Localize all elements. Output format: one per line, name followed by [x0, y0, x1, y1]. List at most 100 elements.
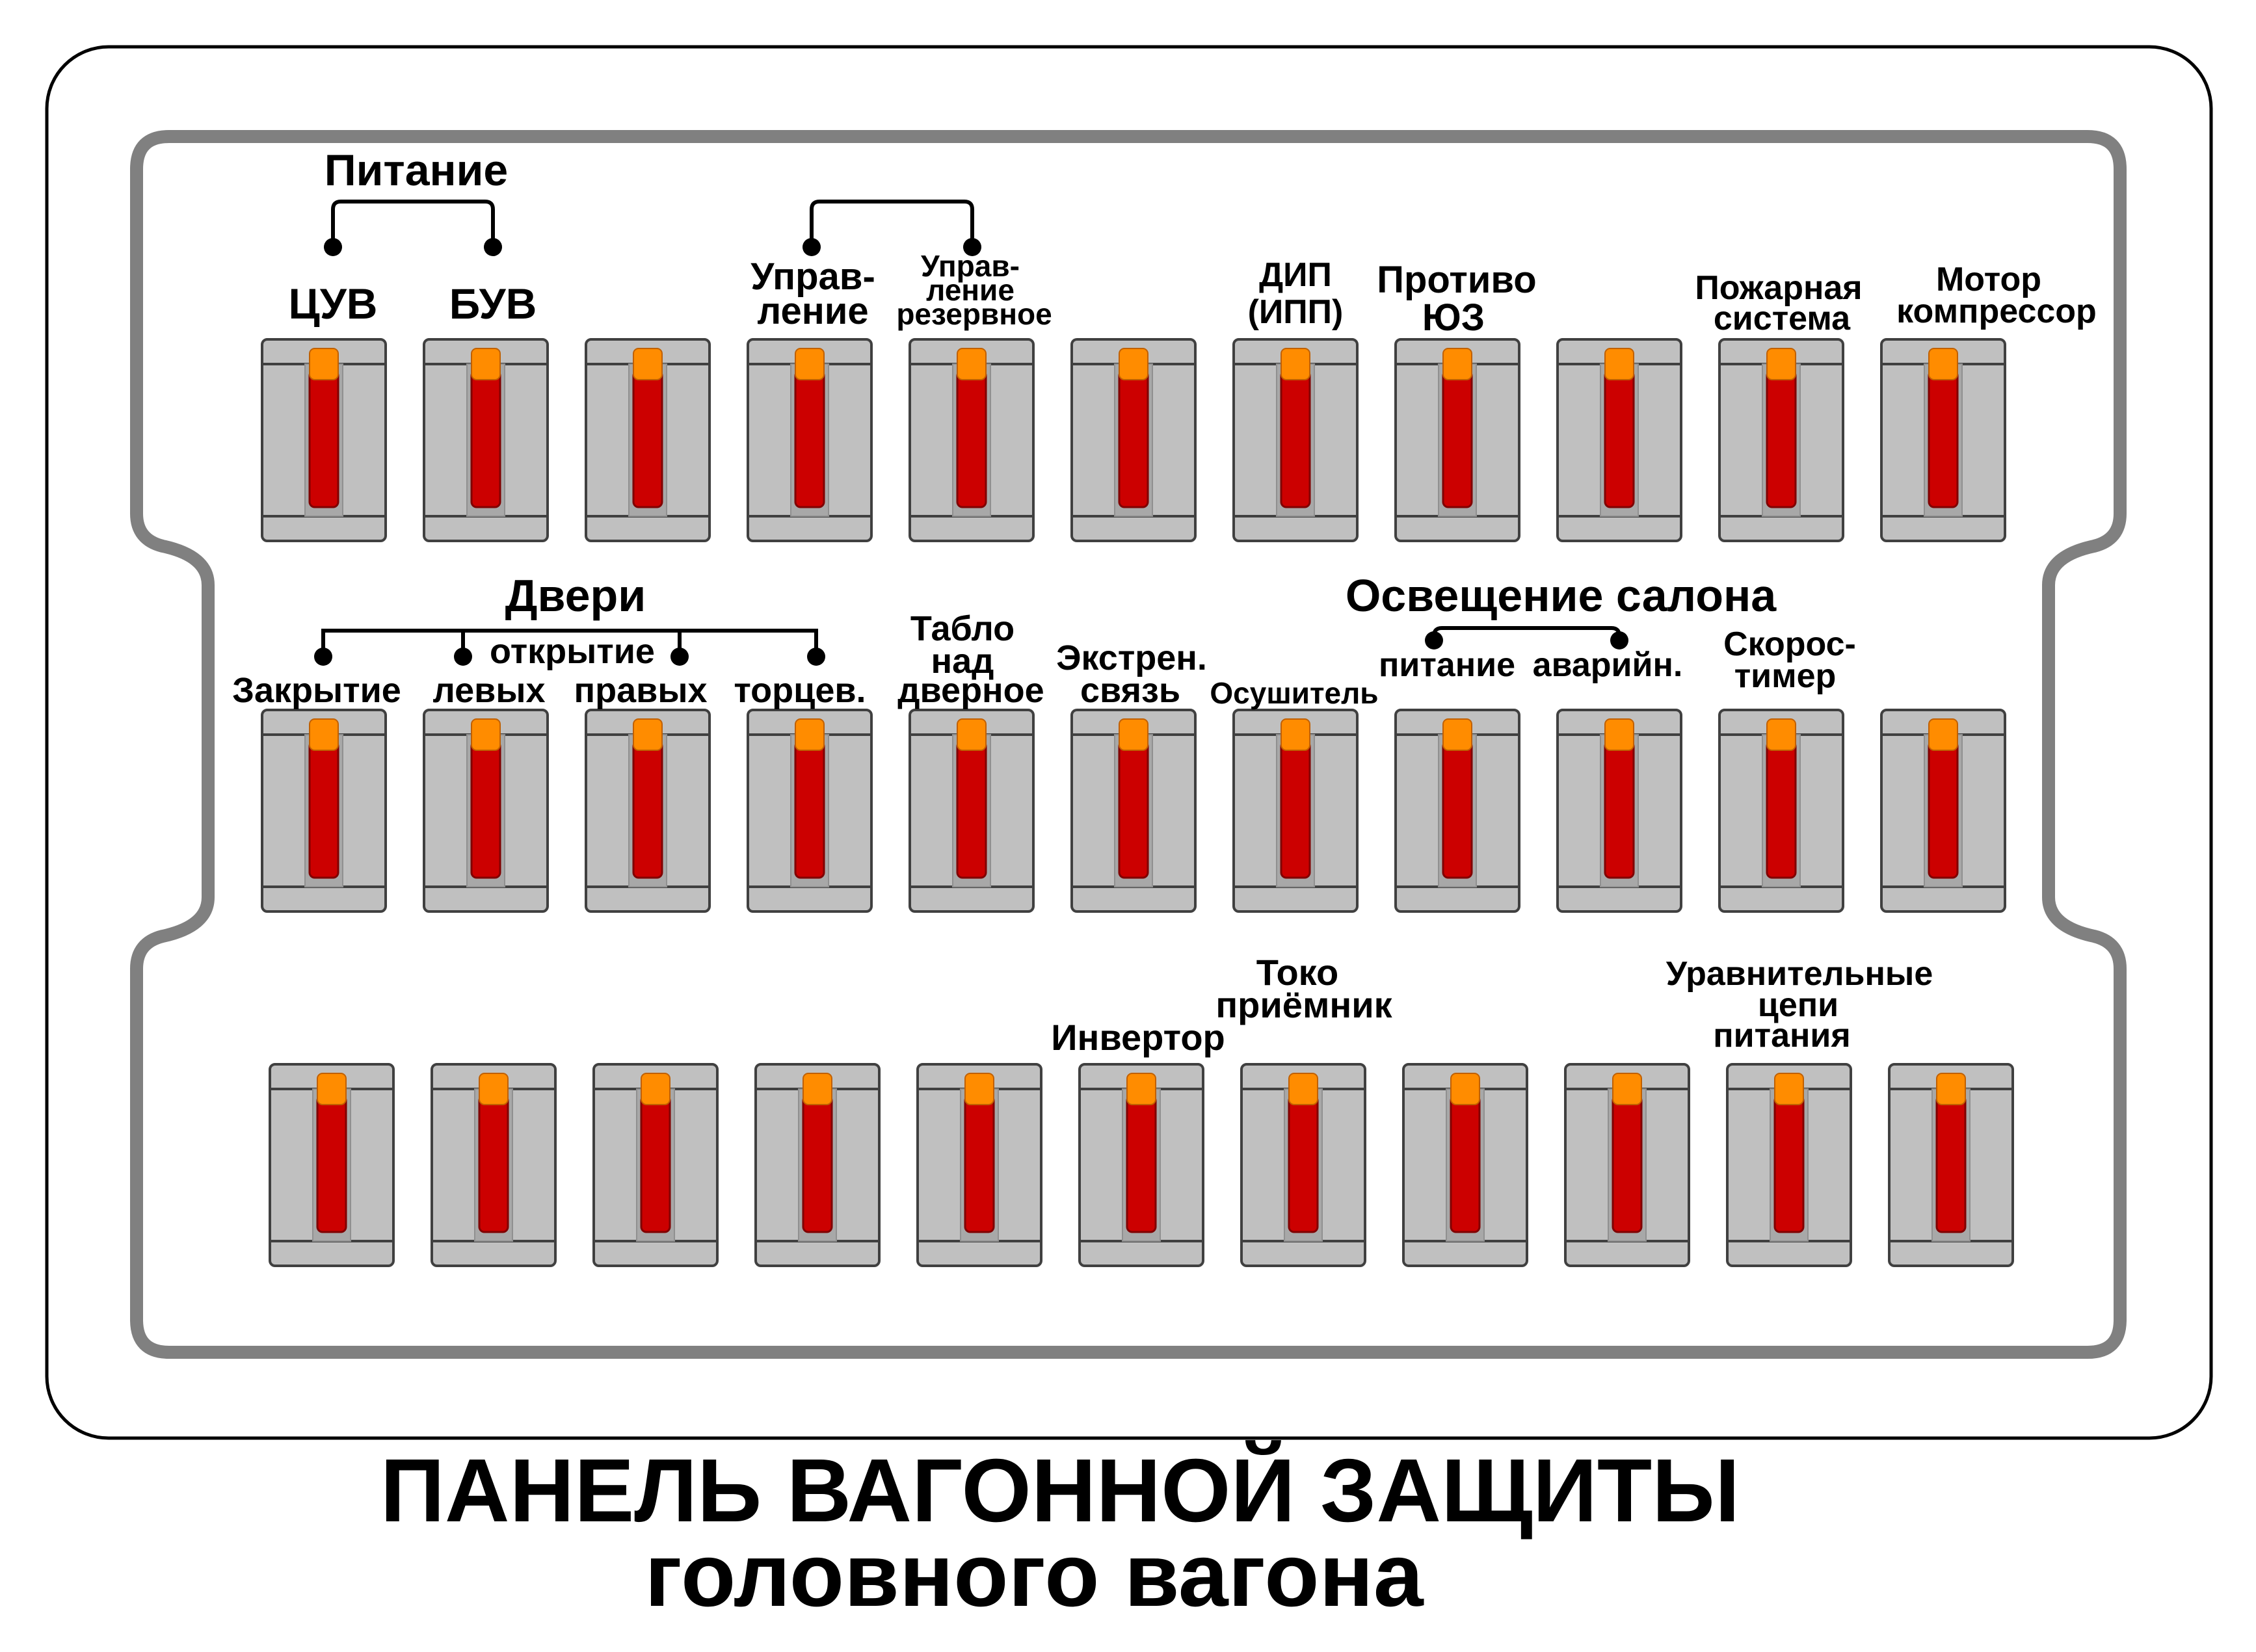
control-bracket: [803, 200, 981, 256]
breaker-switch[interactable]: [1402, 1063, 1528, 1267]
breaker-switch[interactable]: [1394, 709, 1520, 913]
breaker-lever[interactable]: [316, 1094, 347, 1233]
lever-tip: [1928, 348, 1958, 380]
breaker-switch[interactable]: [431, 1063, 557, 1267]
lever-tip: [471, 718, 501, 751]
lever-tip: [479, 1073, 509, 1105]
breaker-switch[interactable]: [1564, 1063, 1690, 1267]
lever-tip: [641, 1073, 670, 1105]
breaker-lever[interactable]: [794, 740, 825, 879]
label-emergency-line1: Экстрен.: [1056, 638, 1207, 677]
breaker-lever[interactable]: [632, 369, 663, 508]
breaker-lever[interactable]: [1935, 1094, 1967, 1233]
breaker-lever[interactable]: [964, 1094, 995, 1233]
label-control-line2: ление: [757, 290, 868, 332]
breaker-lever[interactable]: [1450, 1094, 1481, 1233]
breaker-lever[interactable]: [956, 369, 987, 508]
breaker-switch[interactable]: [1888, 1063, 2014, 1267]
breaker-switch[interactable]: [1556, 709, 1682, 913]
breaker-switch[interactable]: [1726, 1063, 1852, 1267]
breaker-switch[interactable]: [1240, 1063, 1366, 1267]
breaker-switch[interactable]: [592, 1063, 719, 1267]
breaker-switch[interactable]: [423, 338, 549, 542]
breaker-lever[interactable]: [1118, 740, 1149, 879]
label-tablo-line1: Табло: [910, 609, 1015, 648]
breaker-switch[interactable]: [1232, 709, 1359, 913]
breaker-switch[interactable]: [909, 709, 1035, 913]
breaker-switch[interactable]: [1718, 338, 1844, 542]
breaker-lever[interactable]: [1766, 740, 1797, 879]
breaker-switch[interactable]: [1880, 709, 2006, 913]
lever-tip: [471, 348, 501, 380]
breaker-lever[interactable]: [1280, 740, 1311, 879]
breaker-switch[interactable]: [261, 709, 387, 913]
label-left: левых: [433, 671, 546, 710]
breaker-lever[interactable]: [1612, 1094, 1643, 1233]
breaker-lever[interactable]: [1928, 740, 1959, 879]
breaker-lever[interactable]: [1928, 369, 1959, 508]
breaker-switch[interactable]: [916, 1063, 1042, 1267]
label-tsuv: ЦУВ: [289, 280, 378, 328]
breaker-switch[interactable]: [1556, 338, 1682, 542]
breaker-switch[interactable]: [1070, 709, 1197, 913]
lever-tip: [1450, 1073, 1480, 1105]
breaker-switch[interactable]: [747, 709, 873, 913]
breaker-switch[interactable]: [1394, 338, 1520, 542]
breaker-lever[interactable]: [470, 369, 501, 508]
breaker-lever[interactable]: [1604, 369, 1635, 508]
breaker-lever[interactable]: [1442, 740, 1473, 879]
breaker-lever[interactable]: [794, 369, 825, 508]
breaker-switch[interactable]: [1880, 338, 2006, 542]
breaker-lever[interactable]: [1442, 369, 1473, 508]
lever-tip: [1119, 348, 1148, 380]
breaker-lever[interactable]: [1604, 740, 1635, 879]
breaker-lever[interactable]: [632, 740, 663, 879]
breaker-switch[interactable]: [1718, 709, 1844, 913]
lever-tip: [803, 1073, 832, 1105]
breaker-switch[interactable]: [585, 338, 711, 542]
label-buv: БУВ: [449, 280, 537, 328]
breaker-switch[interactable]: [747, 338, 873, 542]
lever-tip: [1766, 348, 1796, 380]
panel-title-line1: ПАНЕЛЬ ВАГОННОЙ ЗАЩИТЫ: [380, 1440, 1740, 1541]
breaker-switch[interactable]: [1070, 338, 1197, 542]
breaker-lever[interactable]: [478, 1094, 509, 1233]
lever-tip: [317, 1073, 347, 1105]
breaker-lever[interactable]: [1766, 369, 1797, 508]
breaker-switch[interactable]: [585, 709, 711, 913]
breaker-lever[interactable]: [1126, 1094, 1157, 1233]
label-anti-skid-line1: Противо: [1377, 259, 1536, 301]
label-equalizing-line2: цепи: [1758, 986, 1838, 1024]
label-motor-line2: компрессор: [1896, 293, 2097, 330]
breaker-lever[interactable]: [1280, 369, 1311, 508]
breaker-lever[interactable]: [308, 369, 339, 508]
breaker-switch[interactable]: [269, 1063, 395, 1267]
breaker-lever[interactable]: [956, 740, 987, 879]
breaker-switch[interactable]: [1078, 1063, 1204, 1267]
group-label-power: Питание: [325, 146, 509, 195]
label-control-reserve-line2: ление: [926, 273, 1015, 307]
lever-tip: [1281, 718, 1310, 751]
breaker-lever[interactable]: [1118, 369, 1149, 508]
breaker-lever[interactable]: [640, 1094, 671, 1233]
label-closing: Закрытие: [232, 671, 401, 710]
breaker-switch[interactable]: [909, 338, 1035, 542]
breaker-switch[interactable]: [261, 338, 387, 542]
label-fire-line2: система: [1714, 300, 1851, 337]
lever-tip: [1604, 348, 1634, 380]
breaker-switch[interactable]: [423, 709, 549, 913]
breaker-lever[interactable]: [1288, 1094, 1319, 1233]
label-emergency-line2: связь: [1080, 671, 1180, 710]
breaker-lever[interactable]: [802, 1094, 833, 1233]
breaker-switch[interactable]: [754, 1063, 881, 1267]
breaker-switch[interactable]: [1232, 338, 1359, 542]
lever-tip: [957, 718, 987, 751]
label-dip-line1: ДИП: [1259, 256, 1332, 294]
breaker-lever[interactable]: [1773, 1094, 1805, 1233]
label-speed-line1: Скорос-: [1723, 625, 1856, 663]
breaker-lever[interactable]: [308, 740, 339, 879]
breaker-lever[interactable]: [470, 740, 501, 879]
doors-bracket: [314, 629, 825, 666]
label-right: правых: [574, 671, 708, 710]
